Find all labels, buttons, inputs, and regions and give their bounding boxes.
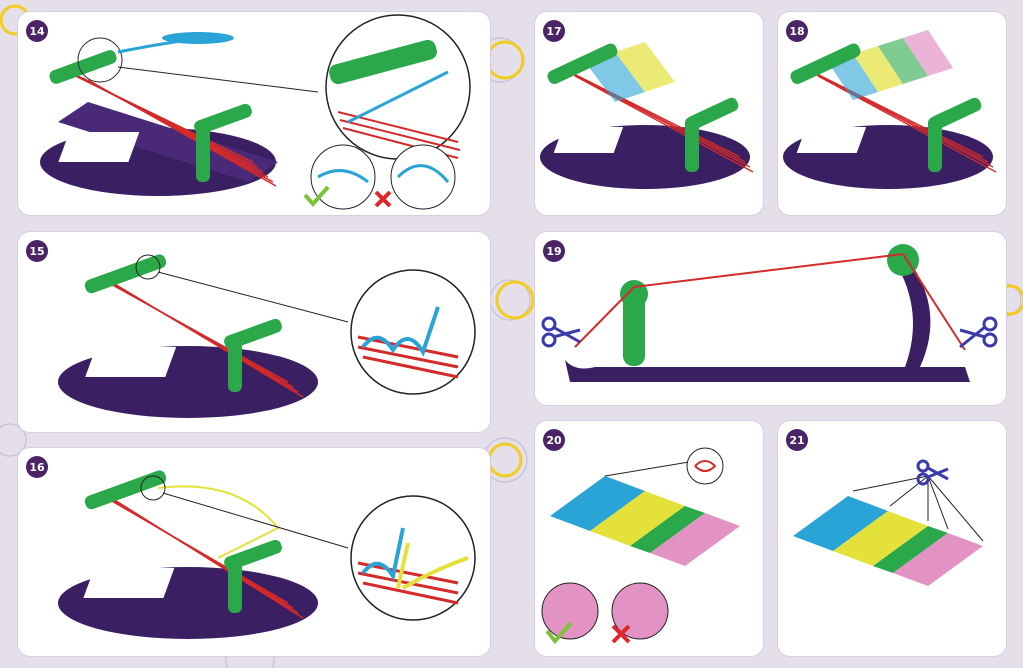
step-16-panel: 16 xyxy=(18,448,490,656)
woven-strip-illustration xyxy=(541,447,740,645)
check-icon xyxy=(545,621,573,645)
loom-side-view xyxy=(541,244,998,382)
step-17-panel: 17 xyxy=(535,12,763,215)
loom-illustration xyxy=(58,254,476,418)
step-14-panel: 14 xyxy=(18,12,490,215)
cross-icon xyxy=(374,190,392,208)
step-number-badge: 19 xyxy=(543,240,565,262)
check-icon xyxy=(303,185,330,208)
step-number-badge: 15 xyxy=(26,240,48,262)
loom-illustration xyxy=(58,470,476,639)
scissors-icon xyxy=(541,316,581,348)
step-19-panel: 19 xyxy=(535,232,1006,405)
step-15-panel: 15 xyxy=(18,232,490,432)
cross-icon xyxy=(611,624,631,644)
step-20-panel: 20 xyxy=(535,421,763,656)
shuttle-icon xyxy=(162,32,234,44)
step-number-badge: 18 xyxy=(786,20,808,42)
scissors-icon xyxy=(916,459,949,486)
step-number-badge: 14 xyxy=(26,20,48,42)
step-21-panel: 21 xyxy=(778,421,1006,656)
step-number-badge: 16 xyxy=(26,456,48,478)
scissors-icon xyxy=(959,316,998,349)
step-number-badge: 21 xyxy=(786,429,808,451)
step-18-panel: 18 xyxy=(778,12,1006,215)
step-number-badge: 17 xyxy=(543,20,565,42)
woven-strip-illustration xyxy=(793,459,984,586)
step-number-badge: 20 xyxy=(543,429,565,451)
loom-illustration xyxy=(783,30,997,189)
loom-illustration xyxy=(40,14,471,210)
loom-illustration xyxy=(540,42,754,189)
